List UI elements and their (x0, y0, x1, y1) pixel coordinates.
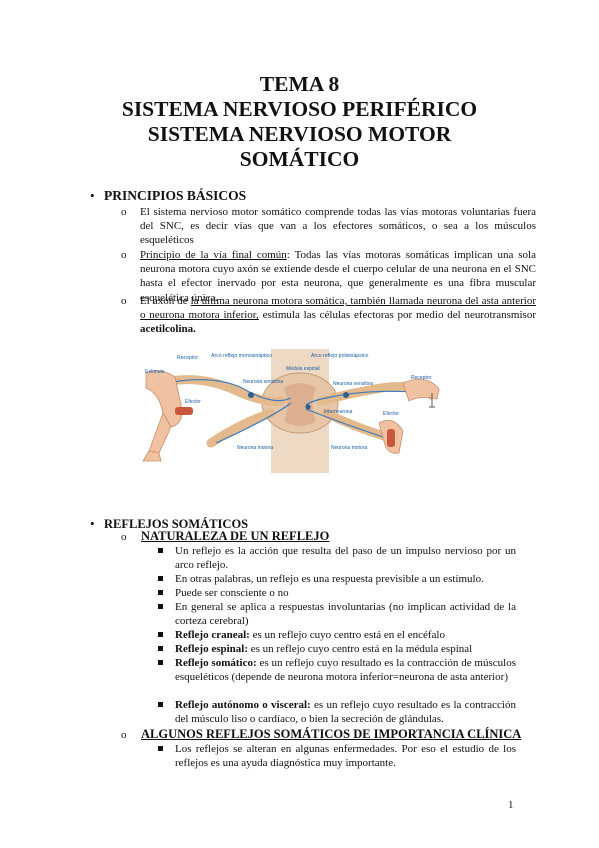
circle-marker: o (121, 249, 127, 261)
label-receptor-right: Receptor (411, 375, 432, 381)
title-line-2: SISTEMA NERVIOSO PERIFÉRICO (121, 97, 478, 121)
square-bullet-icon (158, 702, 163, 707)
circle-marker-glyph: o (121, 531, 127, 543)
label-neurona-sensitiva-1: Neurona sensitiva (243, 379, 283, 385)
square-bullet-icon (158, 590, 163, 595)
motor-neuron-line-right (305, 408, 387, 439)
square-bullet-icon (158, 646, 163, 651)
label-efector-left: Efector (185, 399, 201, 405)
item-text: Reflejo somático: es un reflejo cuyo res… (175, 656, 516, 684)
label-neurona-motora-2: Neurona motora (331, 445, 367, 451)
page-number: 1 (508, 799, 514, 811)
item-text: El axón de la última neurona motora somá… (140, 294, 536, 337)
item-text-rest: es un reflejo cuyo resultado es la contr… (175, 699, 516, 726)
square-bullet-icon (158, 746, 163, 751)
sensory-neuron-line-right (305, 390, 427, 406)
item-text: Reflejo espinal: es un reflejo cuyo cent… (175, 642, 516, 656)
title-line-1: TEMA 8 (259, 72, 340, 96)
subheading-naturaleza: NATURALEZA DE UN REFLEJO (141, 529, 330, 543)
label-efector-right: Efector (383, 411, 399, 417)
item-text: Los reflejos se alteran en algunas enfer… (175, 743, 516, 770)
item-text-rest: : Todas las vías motoras somáticas impli… (140, 249, 536, 304)
bullet-marker: • (90, 188, 95, 203)
square-bullet-icon (158, 548, 163, 553)
left-leg-shape (145, 370, 183, 428)
item-text: Puede ser consciente o no (175, 587, 289, 599)
interneuron-body (305, 404, 311, 410)
label-medula: Médula espinal (286, 366, 320, 372)
item-text-mid: estimula las células efectoras por medio… (258, 309, 536, 322)
label-interneurona: Interneurona (324, 409, 353, 415)
gray-matter-shape (284, 383, 316, 426)
label-estimulo: Estímulo (145, 369, 165, 375)
circle-marker: o (121, 206, 127, 218)
item-text-rest: es un reflejo cuyo centro está en la méd… (248, 643, 473, 655)
square-bullet-icon (158, 604, 163, 609)
label-neurona-sensitiva-2: Neurona sensitiva (333, 381, 373, 387)
square-bullet-icon (158, 660, 163, 665)
subheading-algunos-reflejos: ALGUNOS REFLEJOS SOMÁTICOS DE IMPORTANCI… (141, 727, 522, 741)
label-neurona-motora-1: Neurona motora (237, 445, 273, 451)
circle-marker: o (121, 295, 127, 307)
section-heading-principios: PRINCIPIOS BÁSICOS (104, 188, 247, 203)
bold-term: Reflejo espinal: (175, 643, 249, 655)
item-text-rest: es un reflejo cuyo centro está en el enc… (249, 629, 445, 641)
square-bullet-icon (158, 632, 163, 637)
label-arco-poli: Arco reflejo polisinápsico (311, 353, 368, 359)
left-nerve (156, 375, 286, 406)
bullet-marker: • (90, 516, 95, 531)
label-receptor-left: Receptor (177, 355, 198, 361)
bold-term: Reflejo autónomo o visceral: (175, 699, 311, 711)
left-foot-shape (142, 450, 162, 462)
item-text-pre: El axón de (140, 295, 191, 307)
item-text-rest: es un reflejo cuyo resultado es la contr… (175, 657, 516, 684)
item-text: En otras palabras, un reflejo es una res… (175, 573, 484, 585)
right-muscle-shape (387, 429, 395, 447)
left-muscle-shape (175, 407, 193, 415)
circle-marker-glyph: o (121, 729, 127, 741)
item-text: Principio de la vía final común: Todas l… (140, 248, 536, 305)
underlined-term: Principio de la vía final común (140, 249, 287, 261)
underlined-term: la última neurona motora somática, tambi… (140, 295, 536, 322)
neuron-body (248, 392, 254, 398)
title-line-3: SISTEMA NERVIOSO MOTOR (147, 122, 452, 146)
item-text: El sistema nervioso motor somático compr… (140, 206, 536, 247)
item-text: En general se aplica a respuestas involu… (175, 601, 516, 628)
bold-term: Reflejo craneal: (175, 629, 250, 641)
left-motor-nerve (206, 408, 276, 448)
right-arm-shape (402, 378, 440, 402)
bold-term: acetilcolina. (140, 323, 196, 336)
motor-neuron-line (215, 402, 292, 444)
pin-icon (429, 393, 435, 408)
item-text: Un reflejo es la acción que resulta del … (175, 545, 516, 572)
bold-term: Reflejo somático: (175, 657, 257, 669)
square-bullet-icon (158, 576, 163, 581)
neuron-body (343, 392, 349, 398)
title-line-4: SOMÁTICO (239, 147, 360, 171)
reflex-arc-figure: Arco reflejo monosináptico Arco reflejo … (142, 349, 440, 473)
page-title: TEMA 8 SISTEMA NERVIOSO PERIFÉRICO SISTE… (0, 72, 599, 172)
section-heading-reflejos: REFLEJOS SOMÁTICOS (104, 517, 249, 531)
item-text: Reflejo autónomo o visceral: es un refle… (175, 698, 516, 726)
label-arco-mono: Arco reflejo monosináptico (211, 353, 272, 359)
item-text: Reflejo craneal: es un reflejo cuyo cent… (175, 628, 516, 642)
